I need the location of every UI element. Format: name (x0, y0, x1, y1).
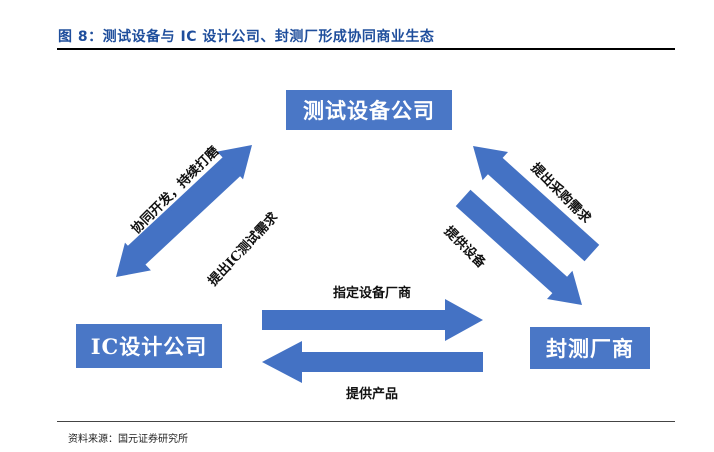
footer-rule (57, 421, 675, 422)
node-ic-design-company: IC设计公司 (76, 324, 222, 368)
label-osat-to-ic: 提供产品 (346, 386, 398, 402)
title-rule (57, 48, 675, 50)
arrow-osat-to-ic (262, 341, 483, 383)
arrow-ic-to-osat (262, 299, 483, 341)
label-test-to-ic: 提出IC测试需求 (205, 209, 282, 290)
figure-title: 图 8：测试设备与 IC 设计公司、封测厂形成协同商业生态 (58, 29, 435, 45)
node-test-equipment-company: 测试设备公司 (286, 90, 452, 130)
label-ic-to-osat: 指定设备厂商 (333, 285, 411, 301)
node-osat-company: 封测厂商 (530, 327, 650, 369)
source-note: 资料来源：国元证券研究所 (68, 434, 188, 445)
label-test-to-osat: 提供设备 (441, 223, 490, 272)
